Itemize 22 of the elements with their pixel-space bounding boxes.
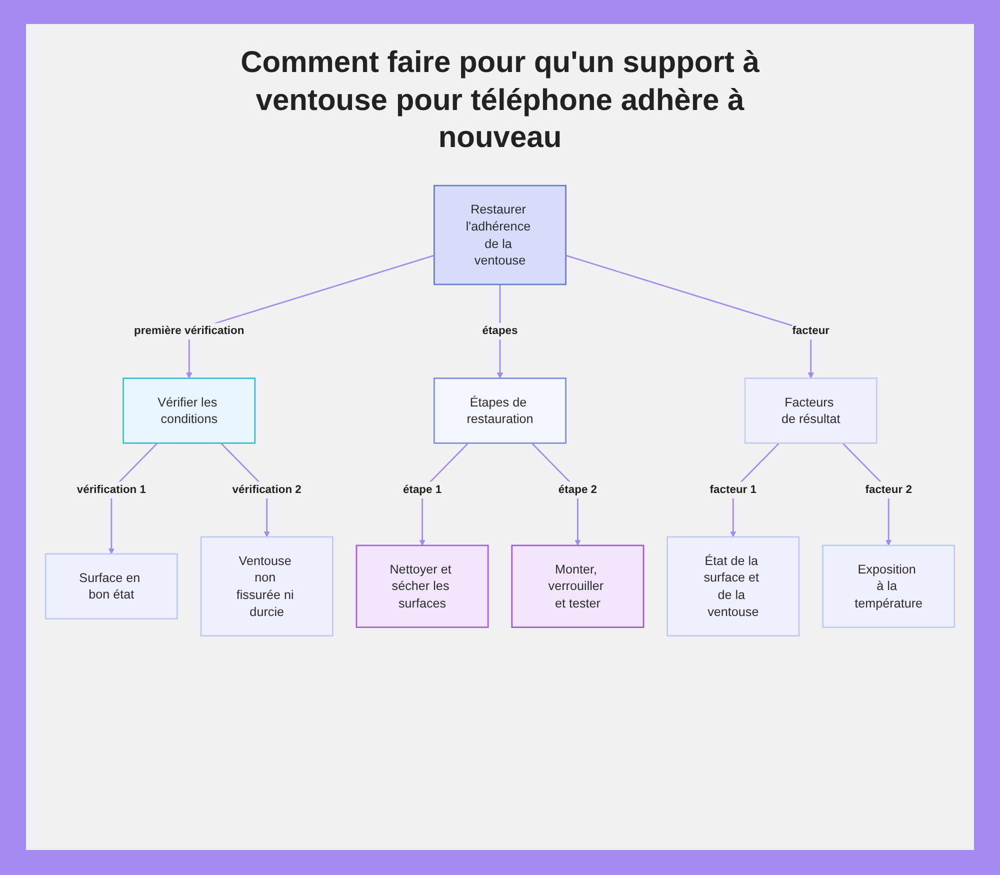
node-box: Facteurs de résultat [744,378,878,444]
diagram-title: Comment faire pour qu'un support à ventouse pour téléphone adhère à nouveau [240,45,760,156]
edge-label: facteur 1 [710,484,756,496]
arrow [566,254,814,379]
node-box: État de la surface et de la ventouse [666,536,800,636]
edge-label: étapes [482,325,518,337]
edge-label: vérification 2 [232,484,302,496]
node-box: Nettoyer et sécher les surfaces [356,544,489,628]
edge-label: facteur [792,325,830,337]
edge-label: étape 1 [402,484,442,496]
edge-label: vérification 1 [76,484,146,496]
node-box: Ventouse non fissurée ni durcie [200,536,334,636]
node-box: Restaurer l'adhérence de la ventouse [433,184,567,286]
edge-label: première vérification [134,325,244,337]
arrow [186,254,434,379]
node-box: Étapes de restauration [433,378,567,444]
edge-label: étape 2 [558,484,598,496]
edge-label: facteur 2 [865,484,912,496]
node-box: Surface en bon état [44,553,178,620]
node-box: Monter, verrouiller et tester [511,544,644,628]
node-box: Exposition à la température [822,544,956,628]
node-box: Vérifier les conditions [122,378,256,444]
